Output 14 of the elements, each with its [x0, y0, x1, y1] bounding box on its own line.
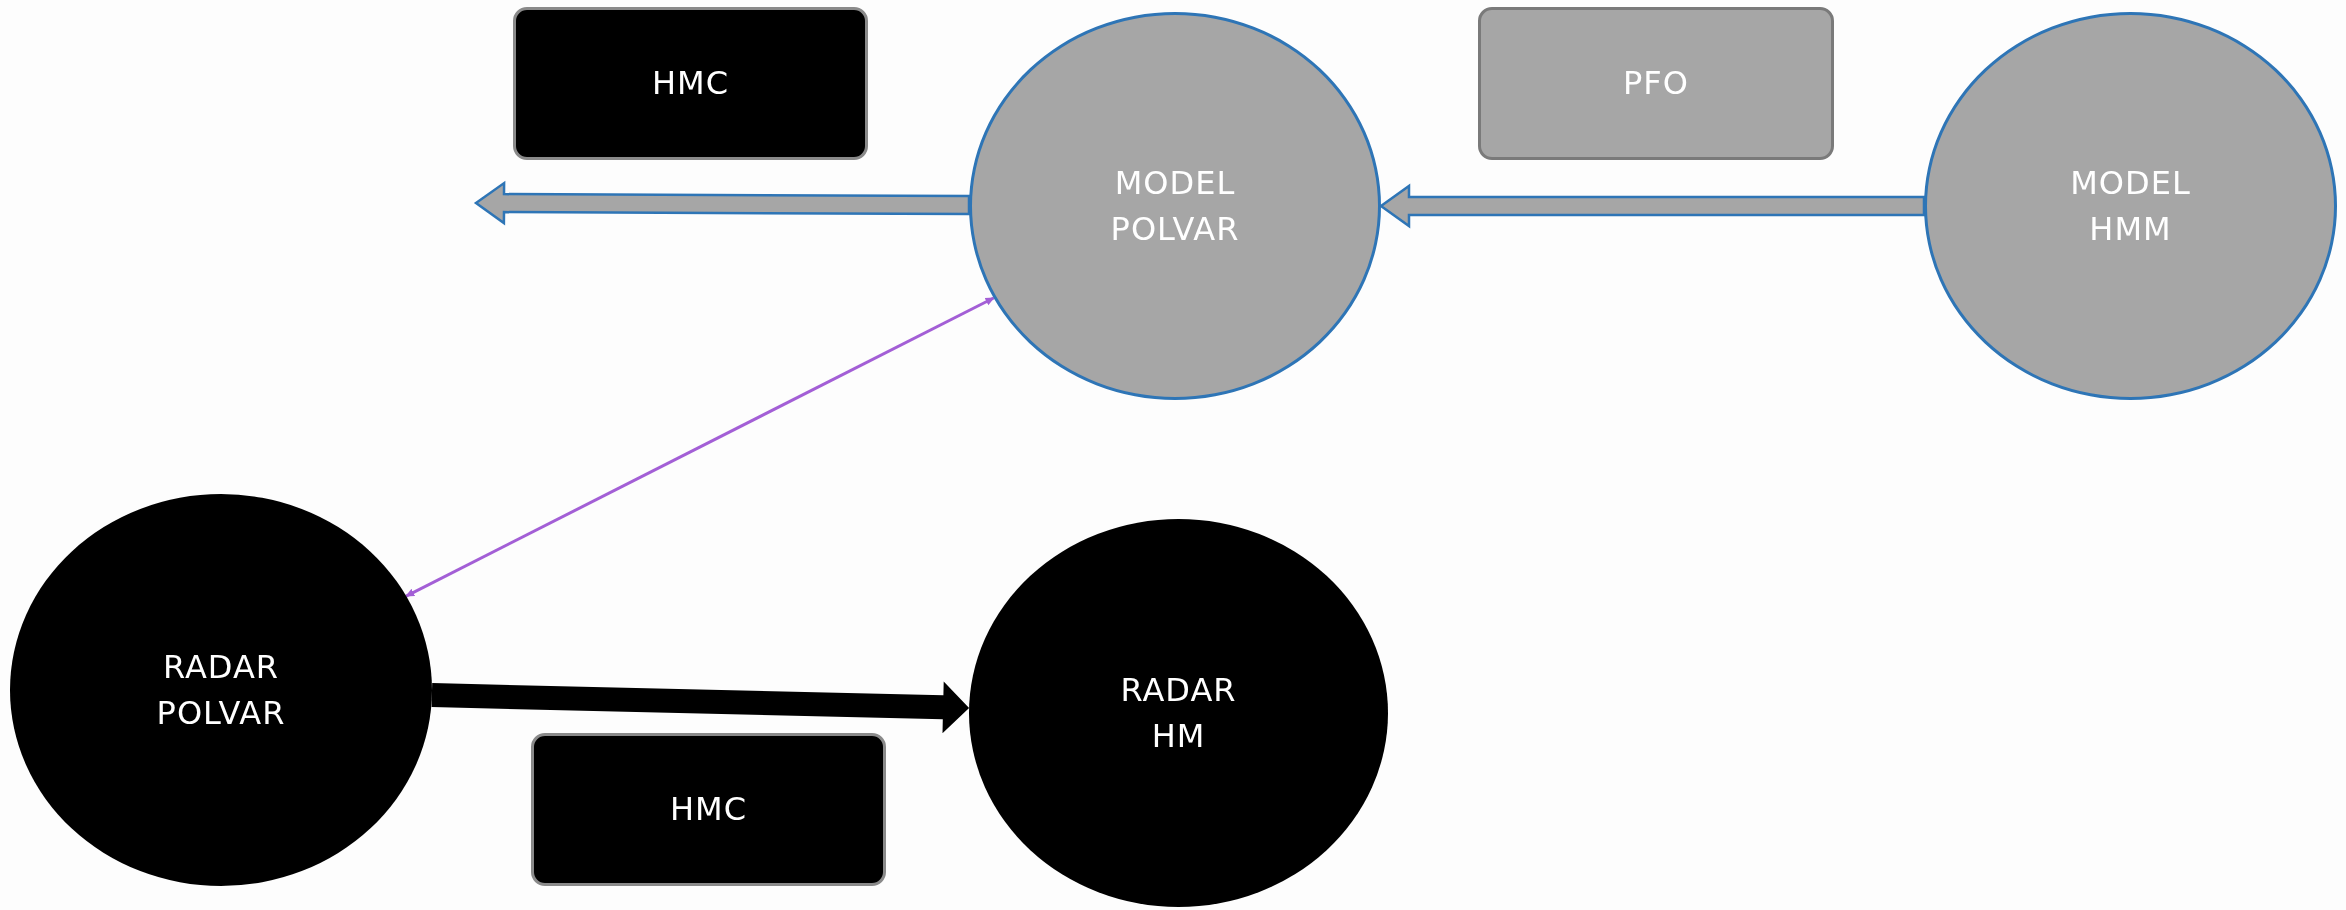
- block-arrow: [473, 180, 971, 226]
- node-label: RADAR POLVAR: [155, 646, 287, 734]
- process-box: [513, 7, 868, 160]
- node-label: MODEL POLVAR: [1109, 162, 1241, 250]
- node-label: RADAR HM: [1119, 669, 1238, 757]
- block-arrow: [1378, 183, 1926, 229]
- node-label: MODEL HMM: [2069, 162, 2192, 250]
- process-box: [531, 733, 886, 886]
- double-arrow: [405, 296, 995, 598]
- node-label: HMC: [652, 63, 729, 105]
- process-box: [1478, 7, 1834, 160]
- node-label: PFO: [1623, 63, 1689, 105]
- node-label: HMC: [670, 789, 747, 831]
- block-arrow: [431, 681, 970, 734]
